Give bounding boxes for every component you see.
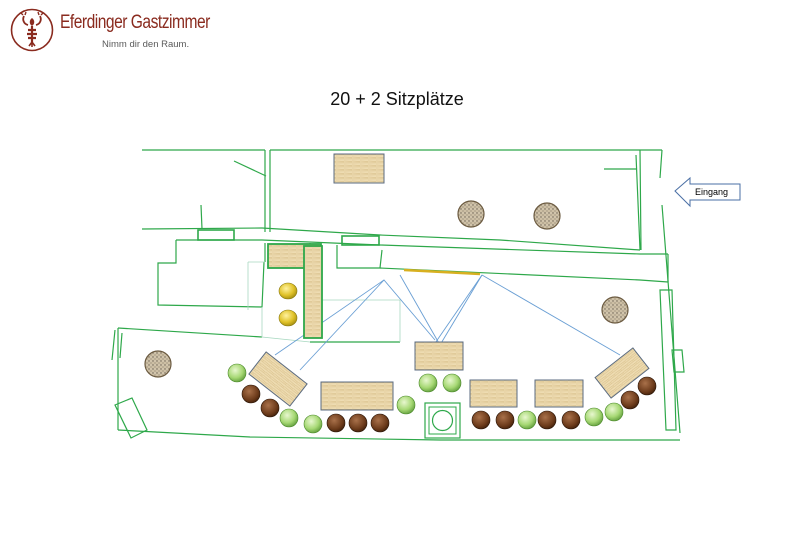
table [248, 351, 308, 407]
table [333, 153, 385, 184]
tables [248, 153, 650, 411]
chair-brown [620, 390, 640, 410]
table [469, 379, 518, 408]
chair-green [227, 363, 247, 383]
chair-green [517, 410, 537, 430]
chair-green [303, 414, 323, 434]
chair-brown [348, 413, 368, 433]
planter [457, 200, 485, 228]
chair-green [396, 395, 416, 415]
chair-green [442, 373, 462, 393]
brown-chairs [241, 376, 657, 433]
page-title: 20 + 2 Sitzplätze [330, 89, 464, 109]
crayfish-logo-icon [10, 8, 54, 52]
chair-brown [561, 410, 581, 430]
chair-brown [537, 410, 557, 430]
table [594, 347, 650, 399]
chair-brown [326, 413, 346, 433]
table [534, 379, 584, 408]
entrance-arrow: Eingang [674, 176, 741, 208]
stool [278, 309, 298, 327]
planters [144, 200, 629, 378]
entrance-arrow-icon [674, 176, 741, 208]
planter [144, 350, 172, 378]
table [414, 341, 464, 371]
table [320, 381, 394, 411]
light-divider [247, 261, 401, 343]
planter [533, 202, 561, 230]
green-chairs [227, 363, 624, 434]
stool [278, 282, 298, 300]
entrance-label: Eingang [695, 187, 728, 197]
chair-brown [495, 410, 515, 430]
chair-brown [471, 410, 491, 430]
bar-stand [424, 402, 461, 439]
brand-name: Eferdinger Gastzimmer [60, 12, 210, 33]
chair-brown [241, 384, 261, 404]
chair-green [418, 373, 438, 393]
counter-line [403, 268, 481, 276]
chair-green [604, 402, 624, 422]
walls [111, 149, 685, 441]
chair-brown [637, 376, 657, 396]
chair-brown [370, 413, 390, 433]
stools [278, 282, 298, 327]
chair-brown [260, 398, 280, 418]
brand-logo: Eferdinger Gastzimmer Nimm dir den Raum. [8, 6, 210, 56]
wall-niches [197, 229, 380, 246]
planter [601, 296, 629, 324]
chair-green [584, 407, 604, 427]
table [303, 245, 323, 339]
brand-tagline: Nimm dir den Raum. [102, 39, 190, 50]
chair-green [279, 408, 299, 428]
